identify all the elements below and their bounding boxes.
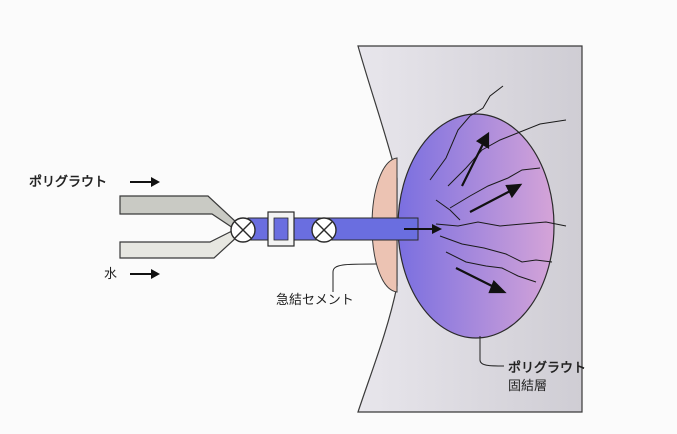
layer-leader [479,336,505,367]
polygrout-consolidated-layer [397,113,555,339]
water-input-label: 水 [104,267,117,282]
water-input-arrow [130,269,160,279]
pipe-flow-arrow [404,224,442,234]
water-hose [119,229,239,259]
polygrout-hose [119,195,237,232]
layer-label-line2: 固結層 [508,379,547,394]
injection-hoses [119,195,239,259]
quick-cement-leader [332,263,377,292]
injection-valve [311,217,337,243]
rock-cracks [429,85,567,283]
polygrout-input-label: ポリグラウト [29,174,107,190]
layer-label-line1: ポリグラウト [508,360,586,376]
grout-flow-arrows [455,131,523,294]
polygrout-input-arrow [130,177,160,187]
mixing-valve [230,217,256,243]
quick-cement-label: 急結セメント [276,293,354,308]
